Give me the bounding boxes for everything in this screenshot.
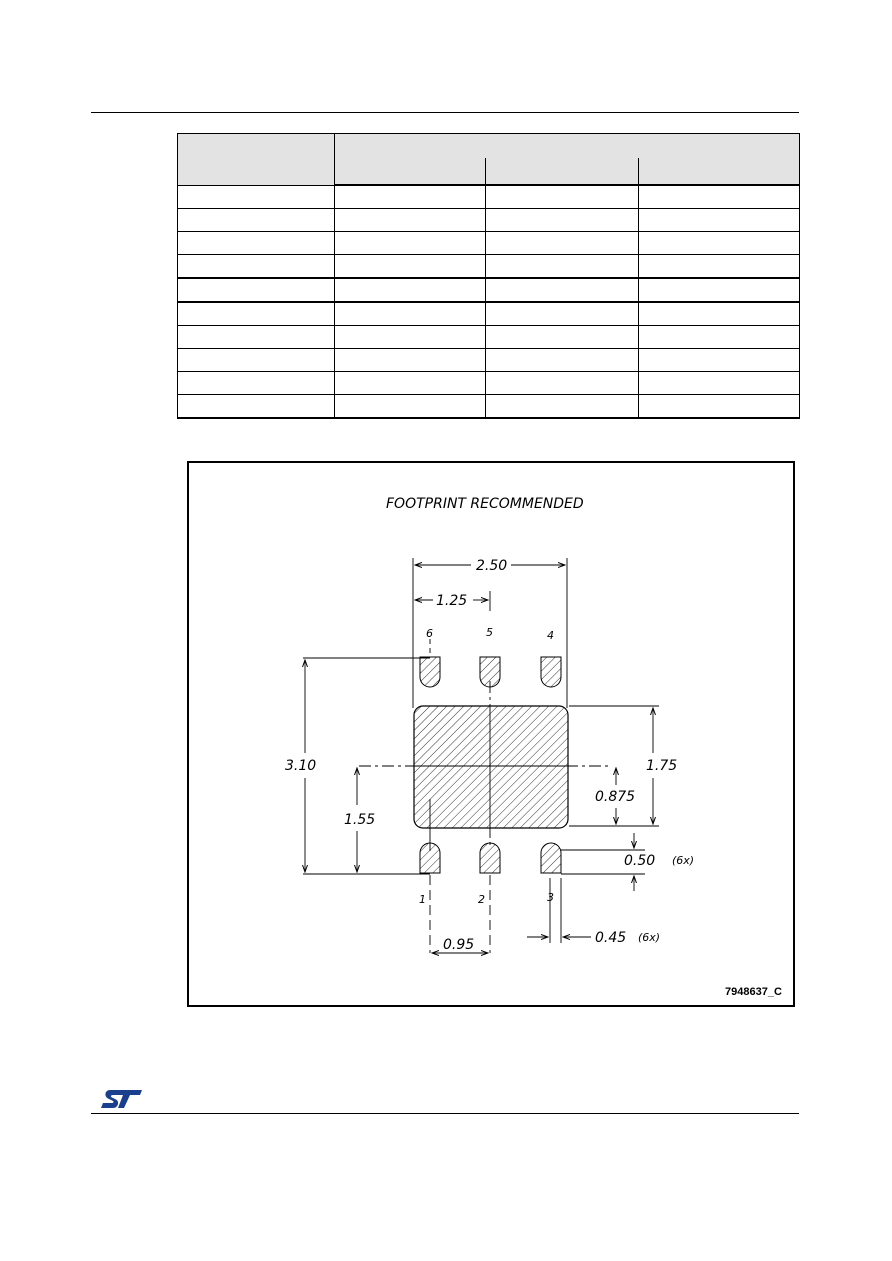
table-row [177,301,801,326]
extension-lines [303,558,659,943]
table-header-dimensions [333,133,801,158]
lead-pad-6 [419,656,441,688]
table-row [177,348,801,372]
pin-2-label: 2 [478,893,485,906]
dim-overall-height: 3.10 [285,758,316,774]
table-row [177,277,801,303]
dim-lead-length: 0.50 [624,853,655,869]
dimensions-table [177,133,801,419]
header-rule [91,112,799,113]
figure-title: FOOTPRINT RECOMMENDED [386,496,584,512]
lead-pad-4 [540,656,562,688]
st-logo-icon [101,1090,142,1108]
dim-pad-half-height: 0.875 [595,789,635,805]
pin-1-label: 1 [419,893,426,906]
table-header-min [334,158,486,186]
footprint-figure: FOOTPRINT RECOMMENDED [187,461,795,1007]
dim-half-height: 1.55 [344,812,375,828]
footer-rule [91,1113,799,1114]
pin-3-label: 3 [547,891,554,904]
dimension-labels: 2.50 1.25 3.10 1.55 1.75 0.875 0.50 0.45… [285,558,677,953]
dim-lead-width: 0.45 [595,930,626,946]
lead-pad-5 [479,656,501,688]
table-row [177,254,801,279]
center-pad [413,705,569,829]
dim-overall-width: 2.50 [476,558,507,574]
lead-pad-1 [419,842,441,874]
dim-lead-pitch: 0.95 [443,937,474,953]
table-row [177,231,801,255]
pin-5-label: 5 [486,626,493,639]
table-row [177,371,801,395]
center-lines [359,639,609,953]
pin-numbers: 6 5 4 1 2 3 [419,626,554,906]
footprint-drawing: FOOTPRINT RECOMMENDED [285,496,782,998]
multiplier-labels: (6x) (6x) [638,854,694,944]
dim-lead-width-multiplier: (6x) [638,931,660,944]
table-header-ref [177,133,335,186]
dim-pad-height: 1.75 [646,758,677,774]
dim-lead-length-multiplier: (6x) [672,854,694,867]
table-row [177,394,801,419]
dimension-lines [305,565,653,953]
lead-pad-3 [540,842,562,874]
figure-id: 7948637_C [725,986,782,998]
dim-half-width: 1.25 [436,593,467,609]
table-row [177,184,801,209]
table-row [177,325,801,349]
table-header-typ [485,158,639,186]
lead-pad-2 [479,842,501,874]
pin-6-label: 6 [426,627,433,640]
table-row [177,208,801,232]
table-header-max [637,158,801,186]
pin-4-label: 4 [547,629,554,642]
